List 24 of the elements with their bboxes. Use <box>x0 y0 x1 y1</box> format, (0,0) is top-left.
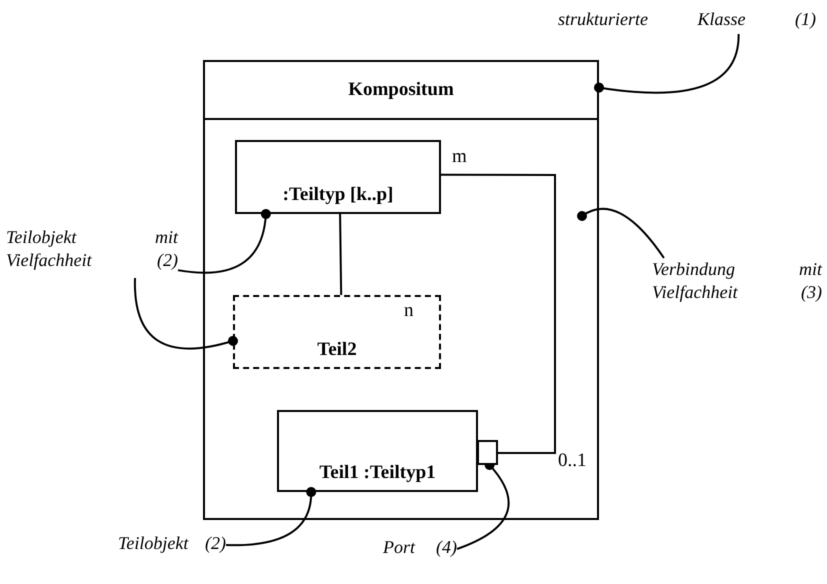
multiplicity-label: m <box>452 146 467 168</box>
annotation: Verbindung mit Vielfachheit (3) <box>652 258 822 305</box>
class-name: Kompositum <box>205 62 597 120</box>
leader-line <box>226 487 316 546</box>
part-box <box>235 140 441 214</box>
leader-line <box>178 209 271 274</box>
part-name: :Teiltyp [k..p] <box>282 184 394 206</box>
leader-line <box>577 208 665 259</box>
connector-line <box>441 174 556 454</box>
annotation: strukturierte Klasse (1) <box>558 8 816 32</box>
annotation: Teilobjekt mit Vielfachheit (2) <box>6 226 178 273</box>
connector-line <box>339 214 342 296</box>
port-square <box>477 440 498 465</box>
annotation: Teilobjekt (2) <box>118 532 226 556</box>
annotation: Port (4) <box>383 536 457 560</box>
part-box <box>277 410 478 492</box>
part-box <box>233 295 441 369</box>
leader-line <box>134 278 238 350</box>
multiplicity-label: 0..1 <box>558 450 586 472</box>
part-name: Teil2 <box>317 339 357 361</box>
multiplicity-label: n <box>404 300 414 322</box>
leader-line <box>594 34 740 94</box>
class-box <box>203 60 599 520</box>
part-name: Teil1 :Teiltyp1 <box>319 462 436 484</box>
